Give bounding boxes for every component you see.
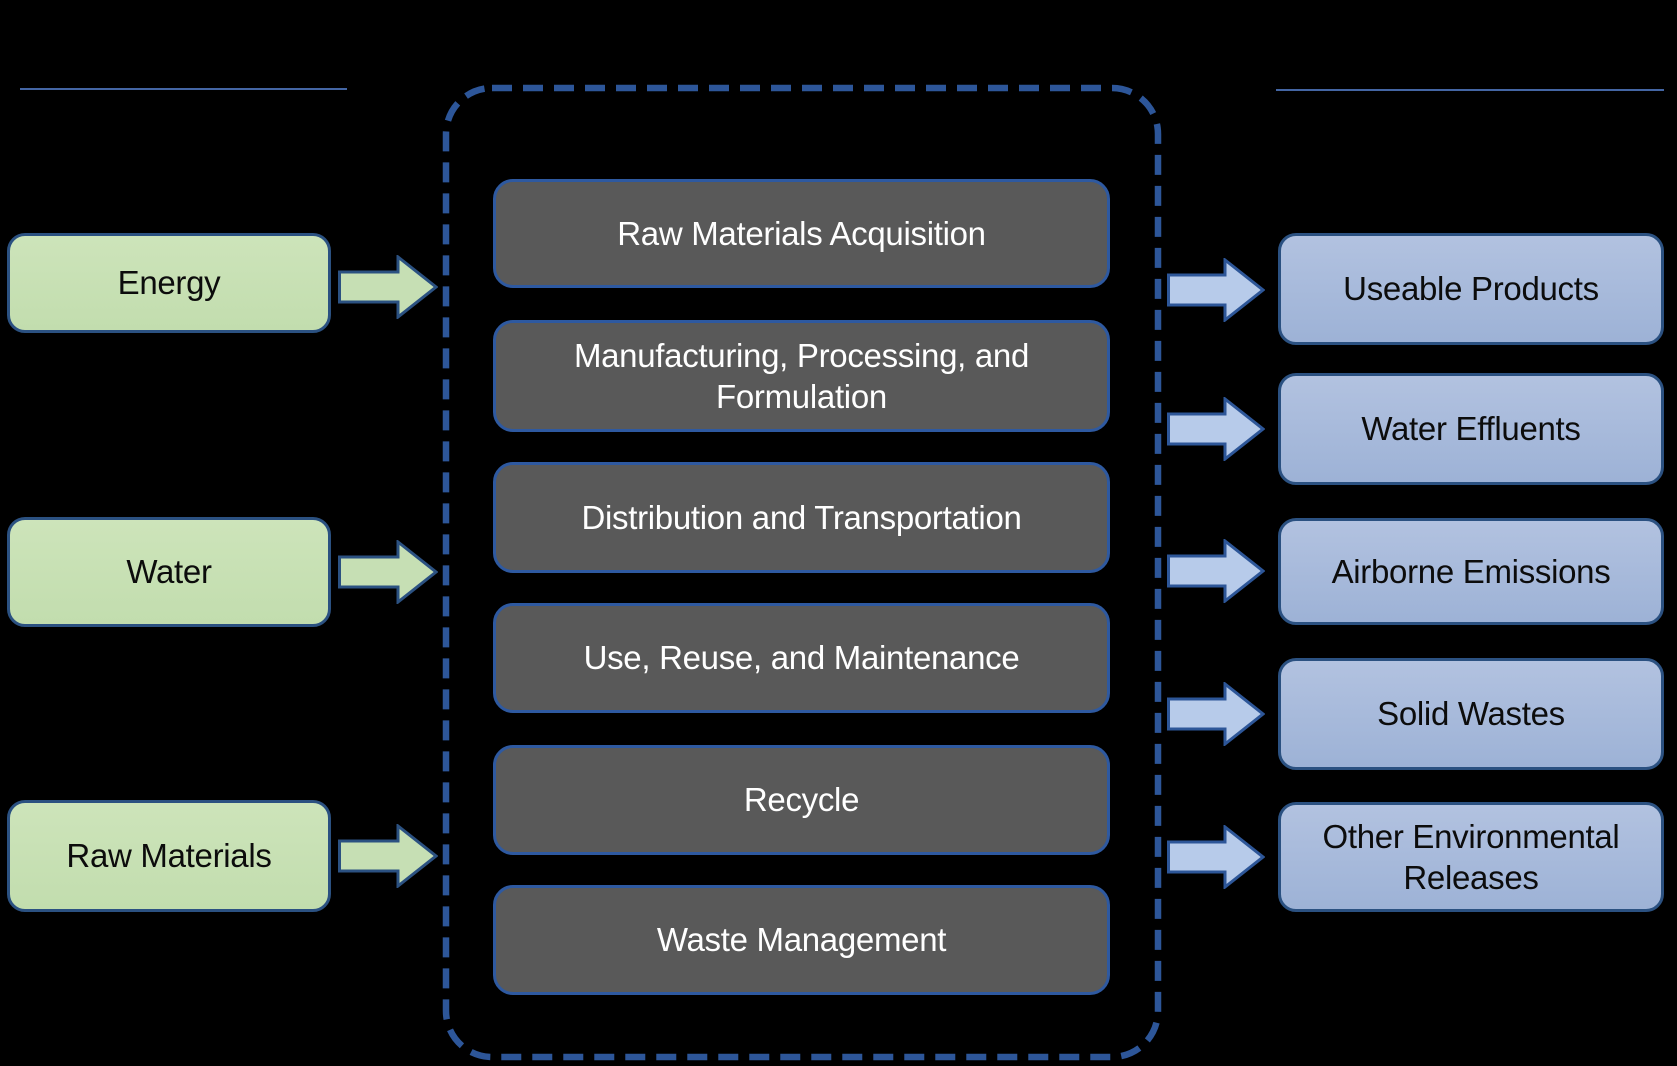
input-box-energy: Energy: [7, 233, 331, 333]
stage-box-use-reuse-maintenance: Use, Reuse, and Maintenance: [493, 603, 1110, 713]
stage-label: Manufacturing, Processing, and Formulati…: [573, 336, 1030, 415]
output-box-useable-products: Useable Products: [1278, 233, 1664, 345]
input-box-raw-materials: Raw Materials: [7, 800, 331, 912]
stage-label: Distribution and Transportation: [581, 498, 1022, 536]
output-arrow-icon: [1167, 825, 1265, 889]
stage-box-raw-materials-acquisition: Raw Materials Acquisition: [493, 179, 1110, 288]
stage-box-distribution-transportation: Distribution and Transportation: [493, 462, 1110, 573]
output-box-water-effluents: Water Effluents: [1278, 373, 1664, 485]
output-arrow-icon: [1167, 682, 1265, 746]
output-label: Other Environmental Releases: [1322, 817, 1620, 896]
input-box-water: Water: [7, 517, 331, 627]
input-arrow-icon: [338, 540, 438, 604]
stage-label: Use, Reuse, and Maintenance: [583, 639, 1020, 677]
input-label: Energy: [117, 264, 221, 302]
stage-box-manufacturing-processing-formulation: Manufacturing, Processing, and Formulati…: [493, 320, 1110, 432]
stage-label: Recycle: [743, 781, 860, 819]
output-label: Useable Products: [1343, 270, 1599, 308]
output-arrow-icon: [1167, 258, 1265, 322]
output-box-solid-wastes: Solid Wastes: [1278, 658, 1664, 770]
outputs-underline: [1276, 89, 1664, 91]
output-arrow-icon: [1167, 539, 1265, 603]
stage-box-waste-management: Waste Management: [493, 885, 1110, 995]
stage-label: Raw Materials Acquisition: [617, 214, 986, 252]
input-label: Raw Materials: [66, 837, 272, 875]
stage-label: Waste Management: [656, 921, 947, 959]
input-arrow-icon: [338, 824, 438, 888]
input-label: Water: [126, 553, 212, 591]
output-label: Water Effluents: [1361, 410, 1581, 448]
output-arrow-icon: [1167, 397, 1265, 461]
output-label: Solid Wastes: [1377, 695, 1565, 733]
output-box-other-environmental-releases: Other Environmental Releases: [1278, 802, 1664, 912]
output-label: Airborne Emissions: [1331, 552, 1611, 590]
inputs-underline: [20, 88, 347, 90]
stage-box-recycle: Recycle: [493, 745, 1110, 855]
input-arrow-icon: [338, 255, 438, 319]
output-box-airborne-emissions: Airborne Emissions: [1278, 518, 1664, 625]
